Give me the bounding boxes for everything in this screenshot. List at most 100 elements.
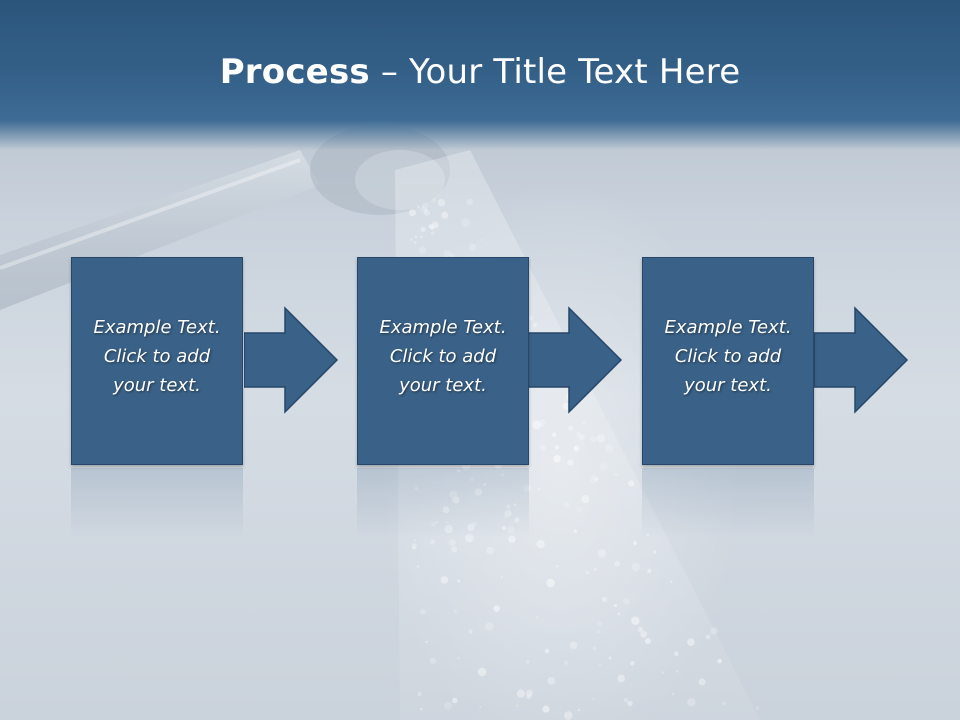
water-droplet [503, 516, 507, 519]
water-droplet [513, 503, 517, 506]
step-3-arrow[interactable] [814, 306, 910, 416]
water-droplet [451, 546, 458, 553]
water-droplet [597, 630, 600, 634]
water-droplet [567, 459, 574, 466]
water-droplet [431, 197, 437, 203]
water-droplet [470, 477, 475, 482]
water-droplet [416, 564, 420, 568]
water-droplet [598, 663, 602, 667]
water-droplet [698, 678, 706, 686]
water-droplet [452, 496, 460, 504]
water-droplet [717, 658, 722, 664]
slide-title[interactable]: Process – Your Title Text Here [0, 52, 960, 92]
water-droplet [429, 539, 436, 545]
water-droplet [449, 539, 456, 546]
water-droplet [452, 697, 458, 704]
step-1-box[interactable]: Example Text. Click to add your text. [71, 257, 243, 465]
water-droplet [500, 575, 503, 579]
title-bar: Process – Your Title Text Here [0, 0, 960, 150]
water-droplet [594, 477, 599, 481]
water-droplet [468, 629, 473, 634]
step-2-line-2: Click to add [389, 346, 497, 367]
water-droplet [633, 541, 637, 546]
water-droplet [501, 473, 504, 476]
water-droplet [506, 525, 515, 534]
step-2-reflection [357, 468, 529, 538]
water-droplet [474, 488, 483, 496]
water-droplet [628, 480, 635, 487]
water-droplet [644, 638, 651, 645]
water-droplet [411, 543, 417, 549]
water-droplet [631, 616, 640, 625]
water-droplet [687, 698, 696, 707]
water-droplet [582, 421, 586, 425]
water-droplet [551, 432, 557, 437]
step-2-box[interactable]: Example Text. Click to add your text. [357, 257, 529, 465]
water-droplet [430, 231, 435, 236]
step-2-line-3: your text. [399, 375, 487, 396]
step-1-arrow[interactable] [244, 306, 340, 416]
water-droplet [630, 660, 635, 666]
water-droplet [431, 221, 439, 229]
water-droplet [454, 609, 458, 613]
water-droplet [608, 656, 612, 660]
water-droplet [429, 224, 435, 230]
water-droplet [493, 605, 501, 612]
water-droplet [542, 705, 550, 713]
water-droplet [592, 697, 595, 701]
step-1-line-1: Example Text. [93, 317, 221, 338]
water-droplet [414, 235, 418, 238]
water-droplet [419, 235, 423, 239]
title-rest: – Your Title Text Here [369, 52, 741, 92]
water-droplet [573, 529, 578, 533]
step-3-line-3: your text. [684, 375, 772, 396]
step-3-text: Example Text. Click to add your text. [643, 313, 813, 400]
water-droplet [627, 700, 633, 707]
water-droplet [547, 677, 556, 685]
water-droplet [457, 469, 461, 473]
step-3-line-2: Click to add [674, 346, 782, 367]
water-droplet [467, 523, 475, 532]
water-droplet [670, 580, 673, 583]
water-droplet [408, 209, 416, 217]
water-droplet [597, 549, 606, 558]
water-droplet [443, 701, 452, 710]
water-droplet [437, 198, 446, 207]
water-droplet [504, 509, 512, 518]
water-droplet [623, 697, 629, 703]
step-2-arrow[interactable] [528, 306, 624, 416]
water-droplet [536, 616, 539, 619]
water-droplet [449, 490, 458, 499]
water-droplet [573, 445, 580, 452]
water-droplet [575, 431, 581, 437]
water-droplet [464, 533, 474, 543]
water-droplet [457, 656, 460, 660]
water-droplet [526, 689, 533, 697]
water-droplet [653, 550, 657, 554]
water-droplet [420, 206, 427, 214]
water-droplet [486, 546, 494, 555]
step-1-reflection [71, 468, 243, 538]
water-droplet [538, 419, 546, 427]
water-droplet [479, 705, 482, 709]
water-droplet [567, 425, 574, 431]
water-droplet [477, 667, 487, 677]
water-droplet [581, 495, 590, 504]
step-3-box[interactable]: Example Text. Click to add your text. [642, 257, 814, 465]
water-droplet [564, 711, 573, 720]
title-bold: Process [219, 52, 370, 92]
water-droplet [589, 475, 598, 484]
water-droplet [637, 626, 644, 633]
water-droplet [469, 243, 477, 251]
water-droplet [596, 620, 603, 627]
water-droplet [418, 246, 427, 255]
water-droplet [533, 323, 537, 327]
water-droplet [605, 444, 614, 453]
water-droplet [687, 638, 695, 646]
water-droplet [516, 689, 526, 698]
step-3-line-1: Example Text. [664, 317, 792, 338]
water-droplet [428, 224, 433, 229]
water-droplet [613, 603, 618, 608]
water-droplet [526, 694, 532, 700]
